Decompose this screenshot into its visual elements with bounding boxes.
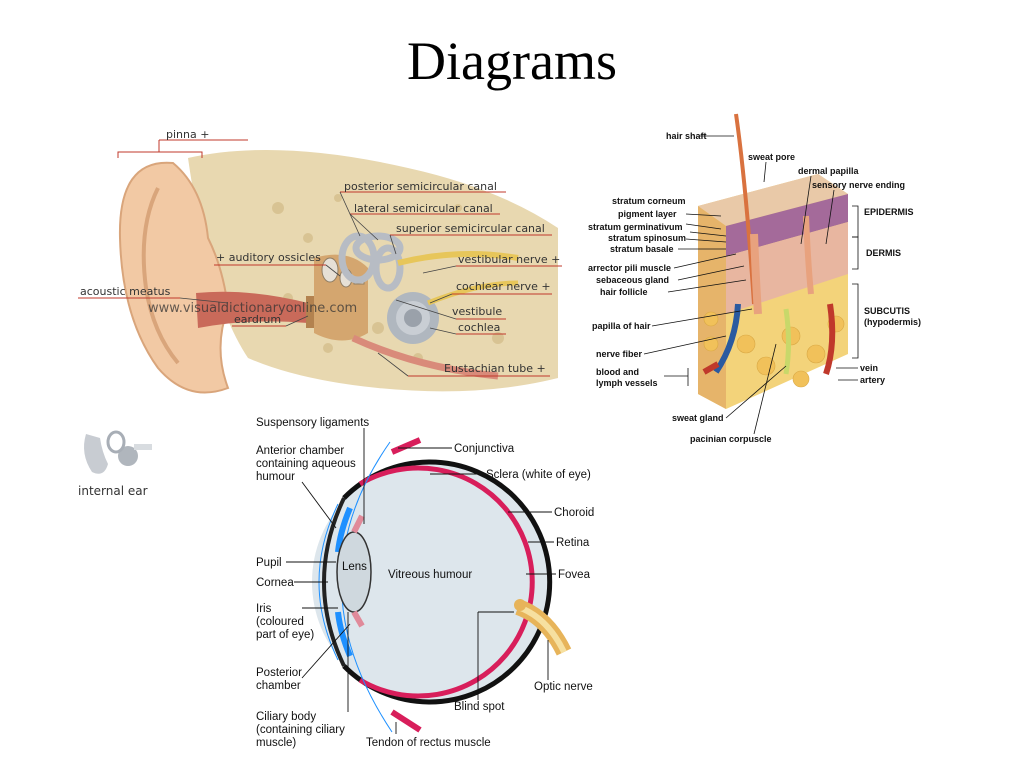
label-ciliary-body-2: (containing ciliary bbox=[256, 724, 345, 736]
label-epidermis: EPIDERMIS bbox=[864, 207, 914, 217]
label-ciliary-body-1: Ciliary body bbox=[256, 711, 316, 723]
label-conjunctiva: Conjunctiva bbox=[454, 443, 515, 455]
choroid-shape bbox=[358, 465, 535, 699]
label-sweat-pore: sweat pore bbox=[748, 152, 795, 162]
label-sclera: Sclera (white of eye) bbox=[486, 469, 591, 481]
label-hair-shaft: hair shaft bbox=[666, 131, 707, 141]
skin-diagram: hair shaft sweat pore dermal papilla sen… bbox=[588, 113, 921, 444]
label-dermis: DERMIS bbox=[866, 248, 901, 258]
ear-diagram: www.visualdictionaryonline.com pinna + p… bbox=[78, 128, 562, 394]
label-stratum-corneum: stratum corneum bbox=[612, 196, 686, 206]
label-suspensory-ligaments: Suspensory ligaments bbox=[256, 417, 369, 429]
label-blood-lymph-1: blood and bbox=[596, 367, 639, 377]
label-stratum-germinativum: stratum germinativum bbox=[588, 222, 683, 232]
label-vitreous-humour: Vitreous humour bbox=[388, 569, 472, 581]
label-hypodermis: (hypodermis) bbox=[864, 317, 921, 327]
label-pigment-layer: pigment layer bbox=[618, 209, 677, 219]
label-posterior-chamber-2: chamber bbox=[256, 680, 301, 692]
label-anterior-chamber-3: humour bbox=[256, 471, 295, 483]
optic-nerve-shape bbox=[514, 599, 572, 656]
label-stratum-basale: stratum basale bbox=[610, 244, 674, 254]
label-choroid: Choroid bbox=[554, 507, 594, 519]
eardrum-shape bbox=[306, 296, 314, 328]
label-iris-1: Iris bbox=[256, 603, 272, 615]
label-pinna: pinna + bbox=[166, 128, 209, 141]
label-vein: vein bbox=[860, 363, 878, 373]
label-tendon-rectus: Tendon of rectus muscle bbox=[366, 737, 491, 749]
label-vestibular-nerve: vestibular nerve + bbox=[458, 253, 560, 266]
label-posterior-chamber-1: Posterior bbox=[256, 667, 302, 679]
label-cochlea: cochlea bbox=[458, 321, 500, 334]
label-hair-follicle: hair follicle bbox=[600, 287, 648, 297]
sclera-shape bbox=[342, 459, 553, 705]
label-anterior-chamber-2: containing aqueous bbox=[256, 458, 356, 470]
eye-diagram: Suspensory ligaments Anterior chamber co… bbox=[256, 417, 594, 749]
label-dermal-papilla: dermal papilla bbox=[798, 166, 860, 176]
label-fovea: Fovea bbox=[558, 569, 591, 581]
cochlea-shape bbox=[387, 292, 439, 344]
label-cornea: Cornea bbox=[256, 577, 294, 589]
label-iris-3: part of eye) bbox=[256, 629, 314, 641]
label-vestibule: vestibule bbox=[452, 305, 502, 318]
internal-ear-thumbnail[interactable] bbox=[78, 424, 158, 480]
label-eustachian-tube: Eustachian tube + bbox=[444, 362, 546, 375]
eyeball-vitreous bbox=[312, 462, 552, 702]
label-sweat-gland: sweat gland bbox=[672, 413, 724, 423]
label-papilla-of-hair: papilla of hair bbox=[592, 321, 651, 331]
semicircular-canals bbox=[338, 232, 404, 292]
iris-shape bbox=[335, 506, 353, 553]
watermark-text: www.visualdictionaryonline.com bbox=[148, 301, 357, 316]
label-auditory-ossicles: + auditory ossicles bbox=[216, 251, 321, 264]
slide-title: Diagrams bbox=[407, 31, 617, 91]
label-blind-spot: Blind spot bbox=[454, 701, 505, 713]
label-acoustic-meatus: acoustic meatus bbox=[80, 285, 171, 298]
label-eardrum: eardrum bbox=[234, 313, 281, 326]
label-anterior-chamber-1: Anterior chamber bbox=[256, 445, 344, 457]
label-stratum-spinosum: stratum spinosum bbox=[608, 233, 686, 243]
label-arrector-pili: arrector pili muscle bbox=[588, 263, 671, 273]
label-posterior-canal: posterior semicircular canal bbox=[344, 180, 497, 193]
label-nerve-fiber: nerve fiber bbox=[596, 349, 643, 359]
label-iris-2: (coloured bbox=[256, 616, 304, 628]
label-ciliary-body-3: muscle) bbox=[256, 737, 296, 749]
thumbnail-caption: internal ear bbox=[78, 484, 148, 498]
label-artery: artery bbox=[860, 375, 885, 385]
label-cochlear-nerve: cochlear nerve + bbox=[456, 280, 551, 293]
label-subcutis: SUBCUTIS bbox=[864, 306, 910, 316]
label-pacinian-corpuscle: pacinian corpuscle bbox=[690, 434, 772, 444]
ear-canal bbox=[196, 291, 308, 328]
label-pupil: Pupil bbox=[256, 557, 282, 569]
label-optic-nerve: Optic nerve bbox=[534, 681, 593, 693]
label-lens: Lens bbox=[342, 561, 367, 573]
label-sensory-nerve-ending: sensory nerve ending bbox=[812, 180, 905, 190]
label-sebaceous-gland: sebaceous gland bbox=[596, 275, 669, 285]
label-lateral-canal: lateral semicircular canal bbox=[354, 202, 493, 215]
label-superior-canal: superior semicircular canal bbox=[396, 222, 545, 235]
label-retina: Retina bbox=[556, 537, 590, 549]
label-blood-lymph-2: lymph vessels bbox=[596, 378, 658, 388]
